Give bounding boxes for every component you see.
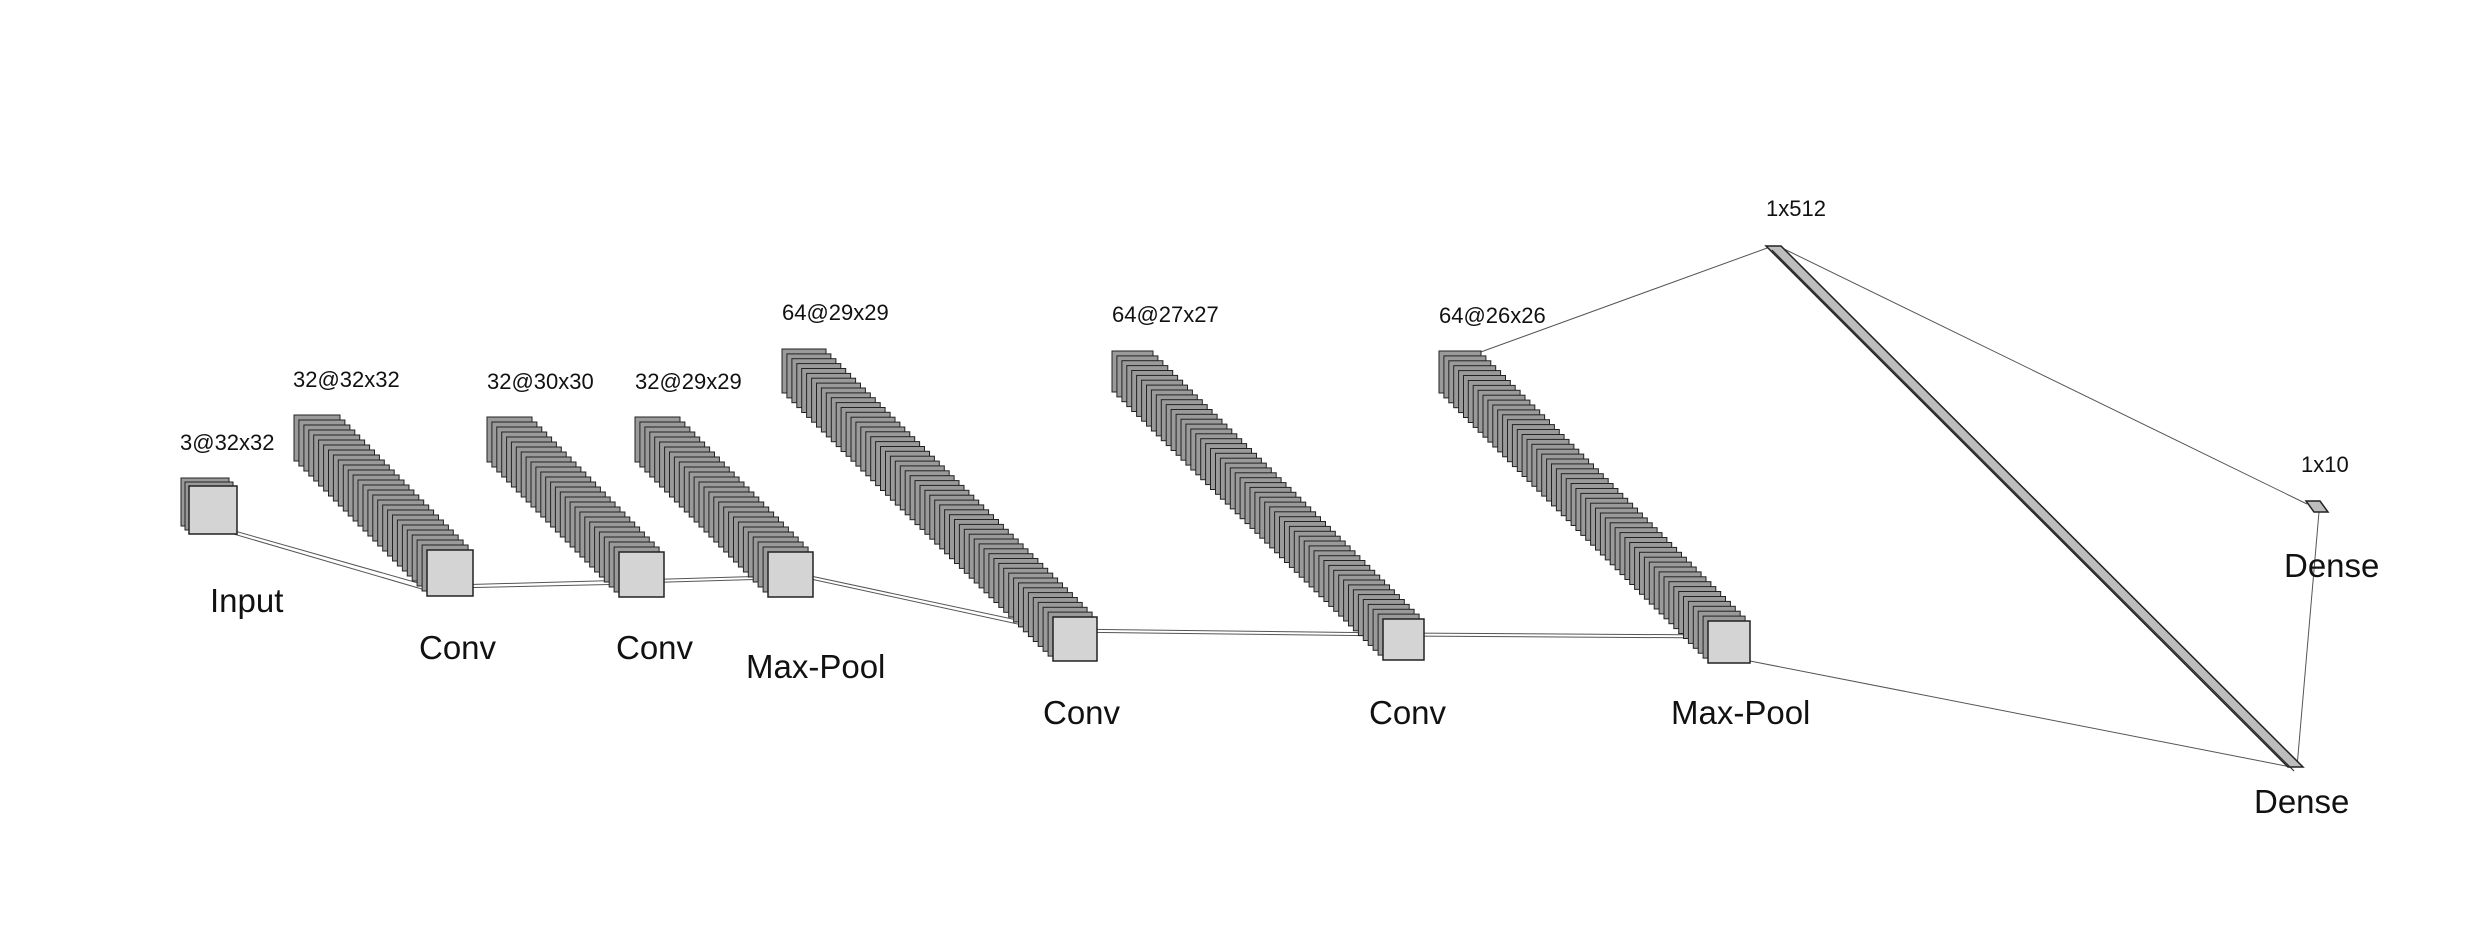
connector-line (1061, 628, 1397, 634)
layer-dims-label: 64@29x29 (782, 300, 889, 325)
dense-vector-bar (2304, 500, 2330, 513)
layer-dims-label: 1x10 (2301, 452, 2349, 477)
layer-dims-label: 64@27x27 (1112, 302, 1219, 327)
layer-dims-label: 1x512 (1766, 196, 1826, 221)
layer-dims-label: 3@32x32 (180, 430, 275, 455)
layer-dims-label: 32@32x32 (293, 367, 400, 392)
connector-line (1061, 631, 1397, 637)
layer-pool2: 64@26x26 Max-Pool (1438, 303, 1810, 731)
connector-line (452, 579, 633, 586)
feature-map-stack-conv1 (293, 414, 474, 597)
connector-line (1779, 246, 2308, 505)
layer-conv3: 64@29x29 Conv (781, 300, 1121, 731)
layer-type-label: Dense (2254, 783, 2349, 820)
layer-dense1: 1x512 Dense (1764, 196, 2349, 820)
connector-line (1749, 660, 2292, 768)
layer-type-label: Max-Pool (746, 648, 885, 685)
feature-map-front (1382, 618, 1425, 661)
layer-type-label: Conv (1369, 694, 1447, 731)
feature-map-stack-conv4 (1111, 350, 1425, 661)
dense-vector-edge (1771, 249, 2295, 772)
connector-line (452, 583, 633, 589)
layer-type-label: Conv (419, 629, 497, 666)
layer-dims-label: 64@26x26 (1439, 303, 1546, 328)
layer-dims-label: 32@30x30 (487, 369, 594, 394)
layer-conv2: 32@30x30 Conv (486, 369, 694, 666)
dense-vector-bar (1764, 245, 2305, 768)
layer-dense2: 1x10 Dense (2284, 452, 2379, 584)
layer-conv4: 64@27x27 Conv (1111, 302, 1447, 731)
feature-map-stack-conv3 (781, 348, 1098, 662)
layer-input: 3@32x32 Input (180, 430, 283, 619)
connector-line (1477, 246, 1771, 354)
connector-line (2296, 511, 2320, 768)
layer-type-label: Dense (2284, 547, 2379, 584)
feature-map-front (188, 485, 238, 535)
feature-map-stack-input (180, 477, 238, 535)
layer-type-label: Conv (1043, 694, 1121, 731)
layer-type-label: Input (210, 582, 283, 619)
layer-type-label: Max-Pool (1671, 694, 1810, 731)
connector-line (805, 577, 1060, 634)
connector-line (202, 524, 433, 593)
feature-map-front (767, 551, 814, 598)
feature-map-front (618, 551, 665, 598)
connector-line (1398, 632, 1723, 636)
connector-line (202, 521, 433, 588)
layer-type-label: Conv (616, 629, 694, 666)
feature-map-front (1707, 620, 1751, 664)
feature-map-stack-pool2 (1438, 350, 1751, 664)
feature-map-front (426, 549, 474, 597)
feature-map-stack-conv2 (486, 416, 665, 598)
feature-map-stack-pool1 (634, 416, 814, 598)
layer-pool1: 32@29x29 Max-Pool (634, 369, 885, 685)
connector-line (1398, 635, 1723, 639)
feature-map-front (1052, 616, 1098, 662)
layer-conv1: 32@32x32 Conv (293, 367, 497, 666)
layer-dims-label: 32@29x29 (635, 369, 742, 394)
